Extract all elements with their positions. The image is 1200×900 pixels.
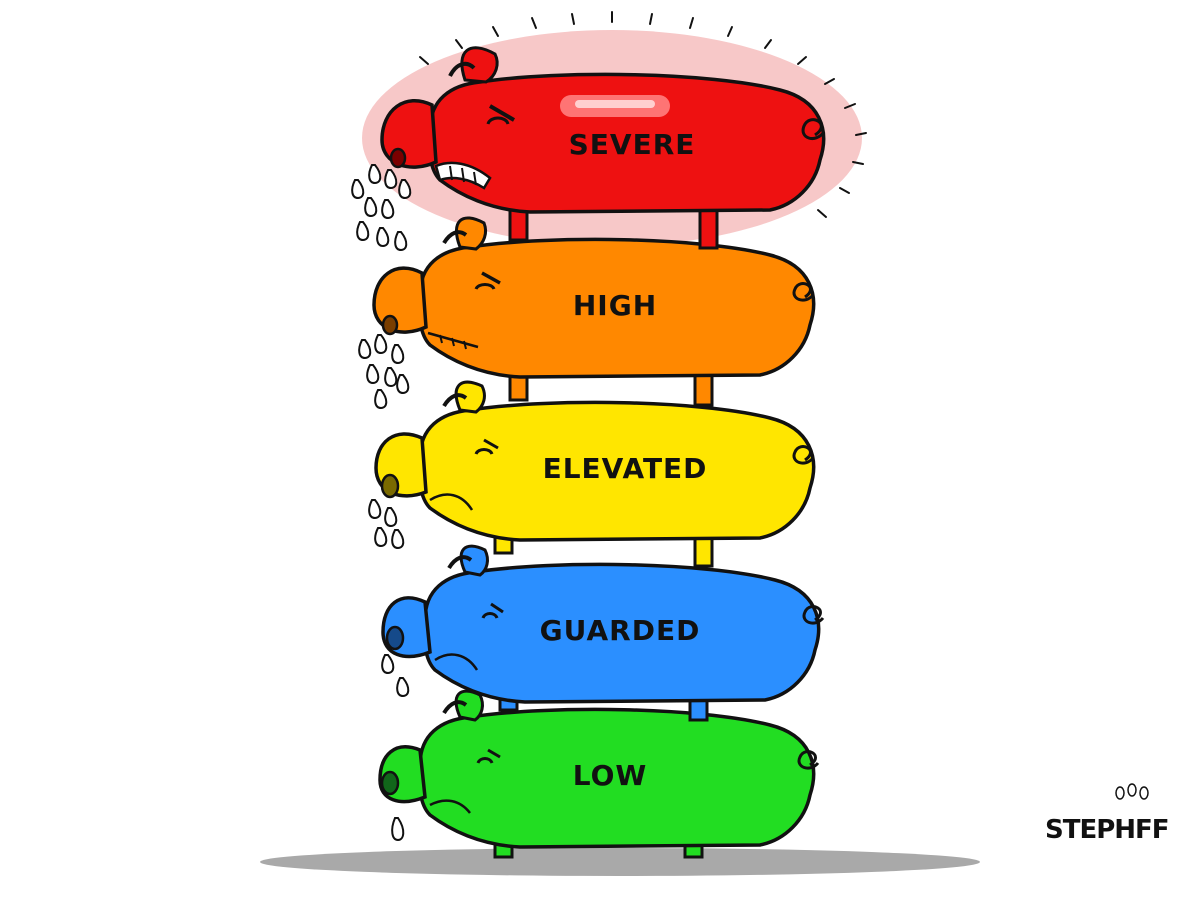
sweat-drop-low	[391, 817, 405, 842]
ground-shadow	[260, 848, 980, 876]
pig-severe: SEVERE	[380, 46, 826, 250]
sweat-drops-elevated	[368, 499, 405, 550]
pig-elevated: ELEVATED	[374, 380, 816, 568]
sweat-drops-guarded	[381, 654, 410, 698]
artist-signature: STEPHFF	[1045, 783, 1170, 845]
pig-high: HIGH	[372, 216, 816, 407]
pig-low: LOW	[378, 689, 820, 859]
pig-label-high: HIGH	[573, 289, 657, 322]
sweat-drops-high	[358, 334, 410, 410]
signature-text: STEPHFF	[1045, 815, 1169, 845]
pig-guarded: GUARDED	[381, 544, 825, 722]
pig-label-elevated: ELEVATED	[543, 452, 708, 485]
pig-label-guarded: GUARDED	[540, 614, 701, 647]
pig-label-severe: SEVERE	[569, 128, 696, 161]
sweat-drops-severe	[351, 164, 412, 252]
pig-label-low: LOW	[573, 759, 648, 792]
